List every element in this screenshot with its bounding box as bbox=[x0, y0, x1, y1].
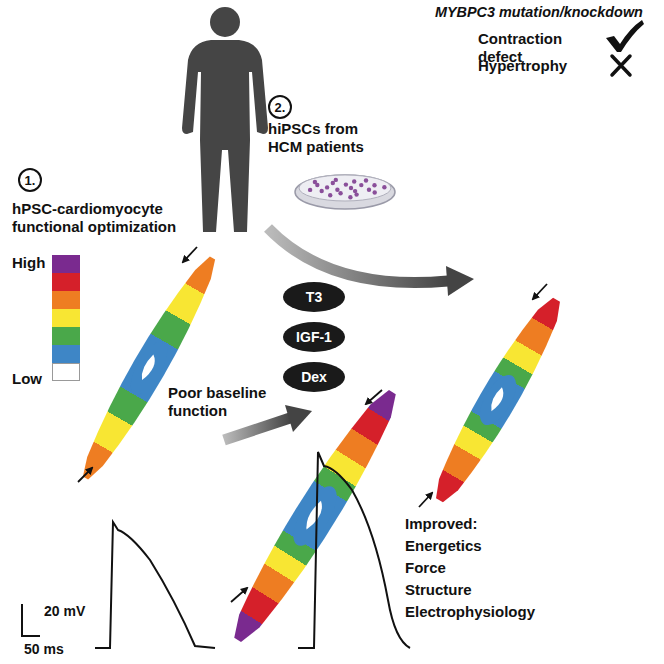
cell-dot bbox=[348, 195, 352, 199]
cell-dot bbox=[359, 183, 363, 187]
action-potential-improved bbox=[298, 452, 410, 648]
process-arrow bbox=[224, 228, 474, 440]
factor-ellipse: IGF-1 bbox=[283, 322, 345, 352]
node-text: Dex bbox=[301, 369, 327, 385]
cell-dot bbox=[352, 179, 356, 183]
cell-dot bbox=[334, 178, 338, 182]
petri-dish bbox=[295, 175, 395, 209]
text-label: 20 mV bbox=[44, 602, 104, 620]
cross-mark bbox=[612, 56, 630, 75]
cell-dot bbox=[354, 192, 358, 196]
legend-swatch bbox=[52, 255, 80, 273]
text-label: Electrophysiology bbox=[405, 603, 585, 621]
legend-swatch bbox=[52, 363, 80, 381]
factor-ellipse: T3 bbox=[283, 282, 345, 312]
cell-dot bbox=[382, 185, 386, 189]
cell-dot bbox=[338, 191, 342, 195]
cell-dot bbox=[320, 189, 324, 193]
cardiomyocyte-poor bbox=[71, 250, 227, 486]
cell-dot bbox=[349, 186, 353, 190]
text-label: hiPSCs from HCM patients bbox=[268, 120, 380, 156]
cell-dot bbox=[328, 193, 332, 197]
color-scale bbox=[52, 273, 80, 363]
step-circle: 2. bbox=[268, 95, 292, 119]
text-label: MYBPC3 mutation/knockdown bbox=[435, 3, 661, 21]
text-label: hPSC-cardiomyocyte functional optimizati… bbox=[12, 200, 202, 236]
legend-text: Low bbox=[12, 370, 42, 388]
text-label: Hypertrophy bbox=[478, 57, 608, 75]
text-label: Structure bbox=[405, 581, 555, 599]
cell-dot bbox=[325, 185, 329, 189]
text-label: Poor baseline function bbox=[168, 384, 278, 420]
node-text: 2. bbox=[275, 100, 286, 115]
text-label: Improved: bbox=[405, 515, 525, 533]
text-label: Force bbox=[405, 559, 555, 577]
cell-dot bbox=[367, 188, 371, 192]
factor-ellipse: Dex bbox=[283, 362, 345, 392]
cell-dot bbox=[364, 178, 368, 182]
cell-dot bbox=[308, 188, 312, 192]
check-mark bbox=[606, 20, 644, 52]
legend-text: High bbox=[12, 254, 45, 272]
text-label: 50 ms bbox=[24, 640, 84, 658]
node-text: T3 bbox=[306, 289, 322, 305]
cardiomyocyte-hcm bbox=[424, 291, 572, 509]
human-silhouette bbox=[182, 7, 268, 232]
action-potential-poor bbox=[95, 522, 215, 648]
cell-dot bbox=[344, 182, 348, 186]
text-label: Energetics bbox=[405, 537, 555, 555]
cell-dot bbox=[313, 180, 317, 184]
cell-dot bbox=[335, 188, 339, 192]
scale-bar bbox=[22, 604, 40, 636]
cell-dot bbox=[372, 183, 376, 187]
node-text: 1. bbox=[25, 173, 36, 188]
step-circle: 1. bbox=[18, 168, 42, 192]
cardiomyocyte-improved bbox=[221, 382, 410, 651]
cell-dot bbox=[373, 190, 377, 194]
node-text: IGF-1 bbox=[296, 329, 332, 345]
